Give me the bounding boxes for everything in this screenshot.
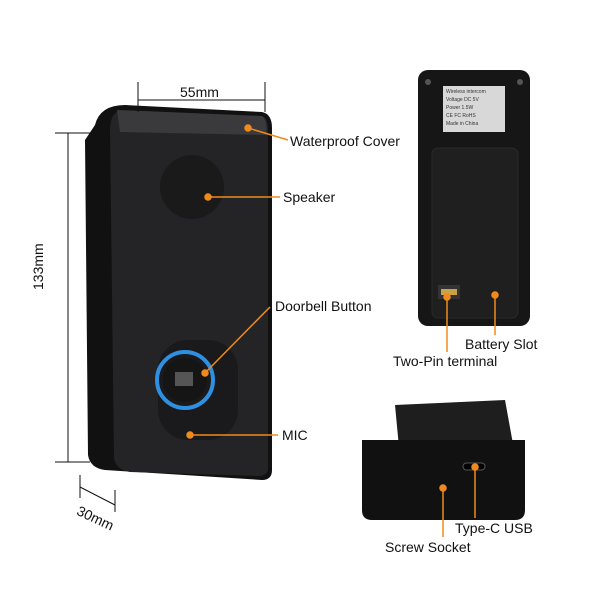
callout-two-pin-terminal: Two-Pin terminal (393, 353, 498, 369)
bottom-unit (362, 400, 525, 520)
label-voltage: Voltage DC 5V (446, 97, 479, 103)
doorbell-ring (155, 350, 215, 410)
label-origin: Made in China (446, 121, 479, 127)
speaker-grille (160, 155, 224, 219)
dimension-lines (55, 82, 266, 512)
callout-battery-slot: Battery Slot (465, 336, 538, 352)
callout-waterproof-cover: Waterproof Cover (290, 133, 400, 149)
callout-mic: MIC (282, 427, 308, 443)
rating-label: Wireless intercom Voltage DC 5V Power 1.… (443, 86, 505, 132)
label-power: Power 1.5W (446, 105, 474, 111)
height-dimension: 133mm (30, 243, 46, 290)
callout-screw-socket: Screw Socket (385, 539, 471, 555)
back-unit (418, 70, 530, 326)
callout-speaker: Speaker (283, 189, 336, 205)
callout-doorbell-button: Doorbell Button (275, 298, 372, 314)
callout-type-c-usb: Type-C USB (455, 520, 533, 536)
leader-lines (186, 124, 499, 537)
label-marks: CE FC RoHS (446, 113, 476, 119)
label-title: Wireless intercom (446, 89, 486, 95)
width-dimension: 55mm (180, 84, 219, 100)
front-unit (85, 105, 272, 480)
